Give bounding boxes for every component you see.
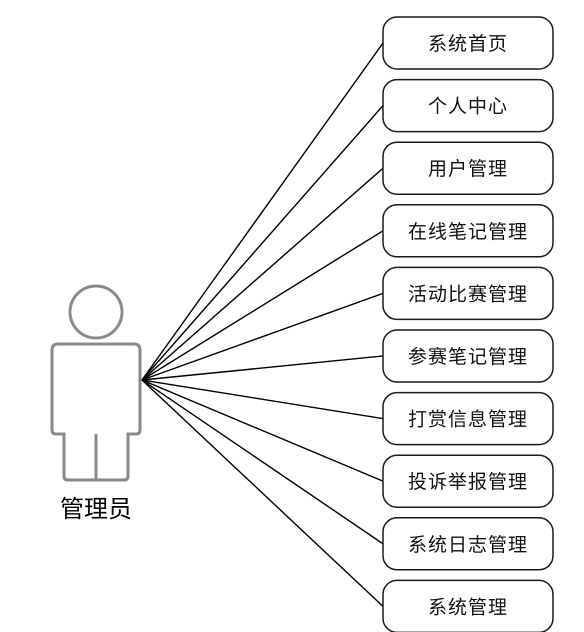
- connector-line: [141, 292, 384, 381]
- use-case-box: [382, 141, 554, 195]
- use-case-label: 系统首页: [428, 33, 508, 55]
- use-case-box: [382, 517, 554, 571]
- connector-line: [141, 105, 384, 381]
- connector-line: [141, 379, 384, 545]
- actor-label: 管理员: [60, 495, 132, 523]
- use-case: 系统日志管理: [382, 517, 554, 571]
- use-case-label: 投诉举报管理: [408, 471, 528, 493]
- use-case-box: [382, 329, 554, 383]
- use-case-box: [382, 391, 554, 446]
- use-case-box: [382, 266, 554, 321]
- connector-line: [141, 379, 384, 482]
- use-case-label: 系统日志管理: [408, 534, 528, 556]
- use-case: 活动比赛管理: [382, 266, 554, 321]
- connector-line: [141, 42, 384, 381]
- use-case: 个人中心: [382, 78, 554, 133]
- use-case-box: [382, 78, 554, 133]
- connector-line: [141, 355, 384, 381]
- use-case: 系统管理: [382, 579, 554, 632]
- use-case-label: 参赛笔记管理: [408, 346, 528, 368]
- use-case-box: [382, 579, 554, 632]
- use-case-label: 系统管理: [428, 596, 508, 618]
- use-case-list: 系统首页个人中心用户管理在线笔记管理活动比赛管理参赛笔记管理打赏信息管理投诉举报…: [382, 16, 554, 632]
- actor: 管理员: [50, 284, 142, 523]
- actor-head: [68, 284, 124, 340]
- use-case-label: 打赏信息管理: [408, 409, 528, 431]
- use-case-box: [382, 454, 554, 508]
- connector-line: [141, 167, 384, 381]
- use-case-label: 活动比赛管理: [408, 283, 528, 305]
- use-case: 用户管理: [382, 141, 554, 195]
- use-case: 打赏信息管理: [382, 391, 554, 446]
- connector-line: [141, 379, 384, 420]
- use-case-label: 用户管理: [428, 158, 508, 180]
- use-case: 投诉举报管理: [382, 454, 554, 508]
- use-case-label: 在线笔记管理: [408, 221, 528, 243]
- actor-body: [50, 342, 142, 482]
- use-case-box: [382, 204, 554, 258]
- use-case-box: [382, 16, 554, 70]
- connector-lines: [141, 42, 384, 607]
- use-case: 系统首页: [382, 16, 554, 70]
- use-case-label: 个人中心: [428, 96, 508, 118]
- use-case: 在线笔记管理: [382, 204, 554, 258]
- connector-line: [141, 379, 384, 607]
- use-case: 参赛笔记管理: [382, 329, 554, 383]
- connector-line: [141, 230, 384, 381]
